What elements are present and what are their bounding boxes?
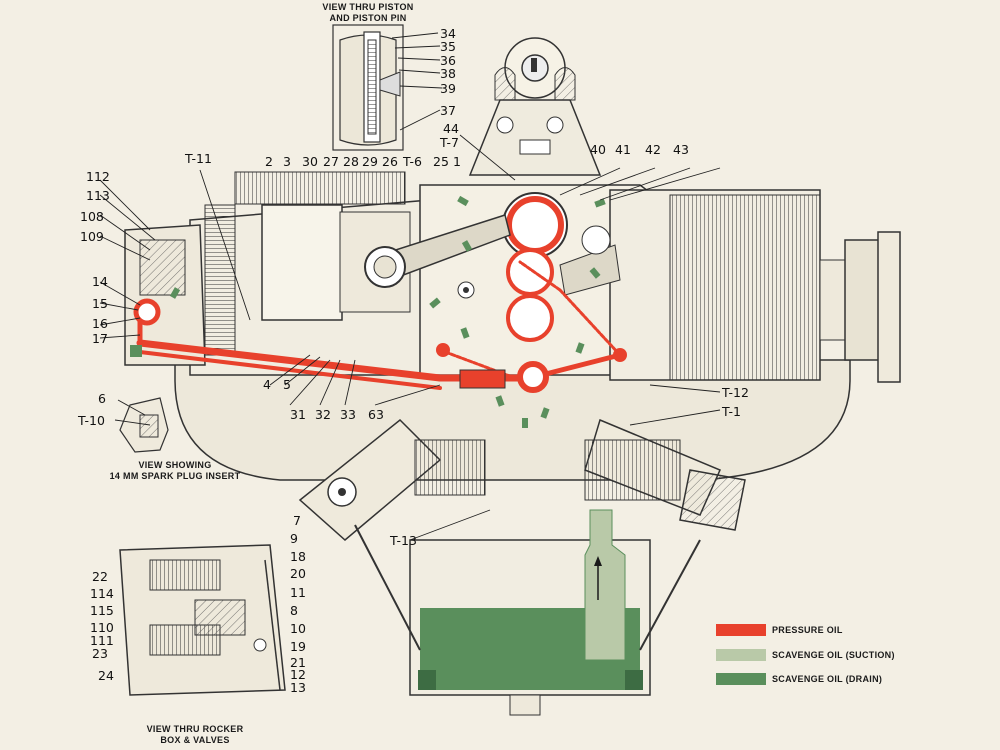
- callout-13: 13: [290, 680, 306, 695]
- rocker-view-caption: VIEW THRU ROCKER BOX & VALVES: [140, 724, 250, 746]
- callout-18: 18: [290, 549, 306, 564]
- callout-24: 24: [98, 668, 114, 683]
- legend-swatch-pressure: [716, 624, 766, 636]
- callout-29: 29: [362, 154, 378, 169]
- callout-37: 37: [440, 103, 456, 118]
- callout-111: 111: [90, 633, 114, 648]
- callout-t12: T-12: [722, 385, 749, 400]
- spark-plug-caption: VIEW SHOWING 14 MM SPARK PLUG INSERT: [90, 460, 260, 482]
- callout-8: 8: [290, 603, 298, 618]
- callout-39: 39: [440, 81, 456, 96]
- callout-36: 36: [440, 53, 456, 68]
- callout-9: 9: [290, 531, 298, 546]
- spark-plug-inset: [119, 397, 169, 453]
- callout-6: 6: [98, 391, 106, 406]
- callout-34: 34: [440, 26, 456, 41]
- callout-21: 21: [290, 655, 306, 670]
- legend-drain-label: SCAVENGE OIL (DRAIN): [772, 674, 883, 684]
- callout-t10: T-10: [78, 413, 105, 428]
- callout-19: 19: [290, 639, 306, 654]
- callout-113: 113: [86, 188, 110, 203]
- callout-t11: T-11: [185, 151, 212, 166]
- callout-15: 15: [92, 296, 108, 311]
- top-accessory: [468, 37, 602, 176]
- callout-5: 5: [283, 377, 291, 392]
- callout-1: 1: [453, 154, 461, 169]
- callout-12: 12: [290, 667, 306, 682]
- callout-110: 110: [90, 620, 114, 635]
- scavenge-arrows: [130, 195, 606, 428]
- callout-40: 40: [590, 142, 606, 157]
- callout-25: 25: [433, 154, 449, 169]
- legend-swatches: [716, 624, 766, 685]
- left-rocker-box: [124, 224, 206, 366]
- callout-63: 63: [368, 407, 384, 422]
- callout-11: 11: [290, 585, 306, 600]
- callout-4: 4: [263, 377, 271, 392]
- callout-26: 26: [382, 154, 398, 169]
- legend-swatch-drain: [716, 673, 766, 685]
- callout-30: 30: [302, 154, 318, 169]
- right-cylinder-fins: [669, 194, 901, 383]
- callout-23: 23: [92, 646, 108, 661]
- callout-16: 16: [92, 316, 108, 331]
- callout-109: 109: [80, 229, 104, 244]
- callout-14: 14: [92, 274, 108, 289]
- callout-108: 108: [80, 209, 104, 224]
- callout-32: 32: [315, 407, 331, 422]
- callout-t1: T-1: [722, 404, 741, 419]
- callout-112: 112: [86, 169, 110, 184]
- leader-lines: [99, 32, 721, 541]
- callout-2: 2: [265, 154, 273, 169]
- piston-pin-inset: [332, 24, 404, 151]
- callout-7: 7: [293, 513, 301, 528]
- piston-view-caption-line2: AND PISTON PIN: [329, 13, 407, 23]
- crankshaft: [364, 192, 621, 342]
- piston-view-caption: VIEW THRU PISTON AND PISTON PIN: [318, 2, 418, 24]
- callout-35: 35: [440, 39, 456, 54]
- rocker-view-caption-line1: VIEW THRU ROCKER: [146, 724, 244, 734]
- lower-right-cylinder: [584, 418, 746, 531]
- rocker-valves-inset: [119, 544, 286, 696]
- callout-31: 31: [290, 407, 306, 422]
- piston-view-caption-line1: VIEW THRU PISTON: [322, 2, 414, 12]
- spark-plug-caption-line1: VIEW SHOWING: [138, 460, 212, 470]
- callout-10: 10: [290, 621, 306, 636]
- oil-sump: [354, 509, 701, 716]
- spark-plug-caption-line2: 14 MM SPARK PLUG INSERT: [109, 471, 241, 481]
- callout-33: 33: [340, 407, 356, 422]
- legend-pressure-label: PRESSURE OIL: [772, 625, 843, 635]
- callout-42: 42: [645, 142, 661, 157]
- lower-left-cylinder: [298, 418, 486, 541]
- callout-t7: T-7: [440, 135, 459, 150]
- callout-17: 17: [92, 331, 108, 346]
- callout-41: 41: [615, 142, 631, 157]
- callout-115: 115: [90, 603, 114, 618]
- legend-suction-label: SCAVENGE OIL (SUCTION): [772, 650, 895, 660]
- callout-38: 38: [440, 66, 456, 81]
- callout-44: 44: [443, 121, 459, 136]
- rocker-view-caption-line2: BOX & VALVES: [160, 735, 230, 745]
- callout-20: 20: [290, 566, 306, 581]
- callout-27: 27: [323, 154, 339, 169]
- callout-22: 22: [92, 569, 108, 584]
- callout-3: 3: [283, 154, 291, 169]
- callout-28: 28: [343, 154, 359, 169]
- callout-t13: T-13: [390, 533, 417, 548]
- callout-114: 114: [90, 586, 114, 601]
- legend-swatch-suction: [716, 649, 766, 661]
- callout-43: 43: [673, 142, 689, 157]
- callout-t6: T-6: [403, 154, 422, 169]
